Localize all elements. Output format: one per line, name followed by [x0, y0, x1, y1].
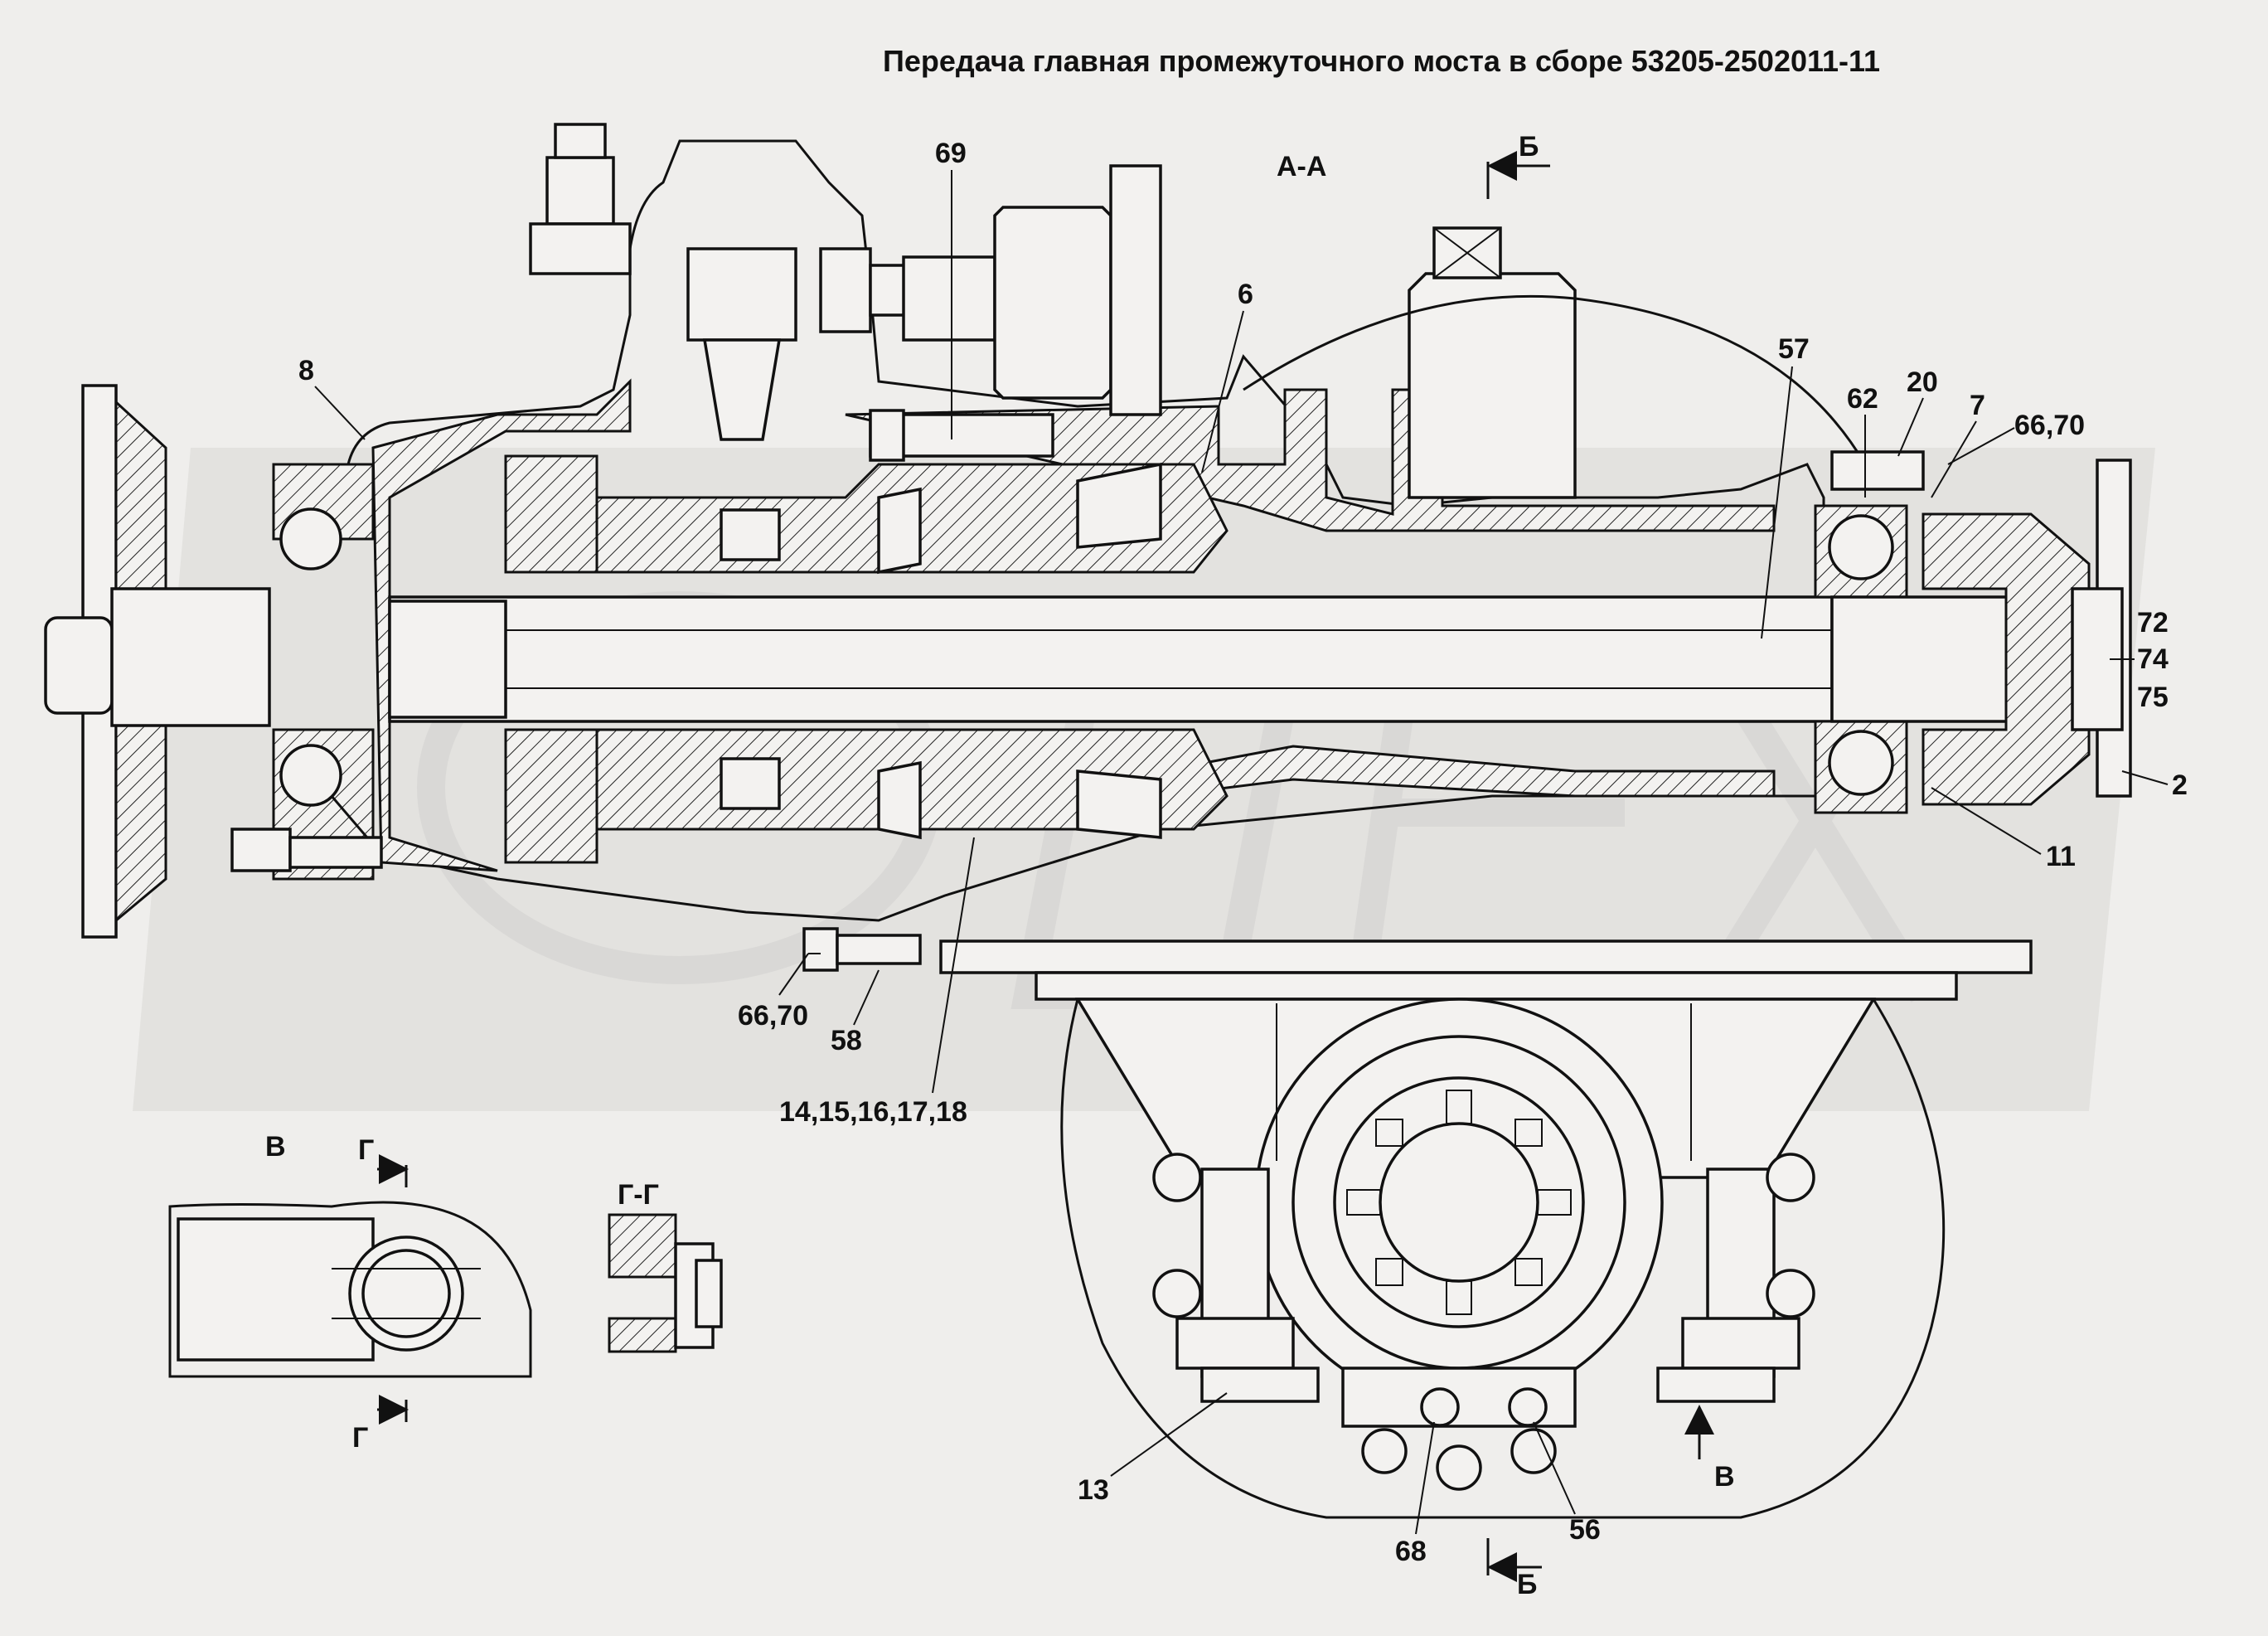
bearing-rollers — [1346, 1090, 1572, 1315]
callout-72: 72 — [2137, 607, 2169, 638]
callout-62: 62 — [1847, 383, 1878, 415]
callout-7: 7 — [1970, 390, 1985, 421]
view-v-arrow-label: В — [1714, 1461, 1735, 1493]
section-markers: А-А Б Б В В Г Г Г-Г — [265, 131, 1735, 1600]
callout-6: 6 — [1238, 279, 1253, 310]
callout-69: 69 — [935, 138, 967, 169]
callout-13: 13 — [1078, 1474, 1109, 1506]
callout-68: 68 — [1395, 1536, 1427, 1567]
callout-14-18: 14,15,16,17,18 — [779, 1096, 967, 1128]
callout-8: 8 — [298, 355, 314, 386]
callout-2: 2 — [2172, 769, 2188, 801]
cut-g-bottom-label: Г — [352, 1422, 368, 1454]
section-b-bottom-label: Б — [1517, 1569, 1537, 1600]
callout-11: 11 — [2046, 841, 2076, 872]
callout-66-70-bottom: 66,70 — [738, 1000, 808, 1032]
section-aa-label: А-А — [1277, 151, 1326, 182]
section-gg-detail — [608, 1213, 723, 1353]
section-aa-view — [44, 123, 2132, 1001]
callout-56: 56 — [1569, 1514, 1601, 1546]
section-b-top-label: Б — [1519, 131, 1539, 163]
callout-20: 20 — [1907, 367, 1938, 398]
callout-58: 58 — [831, 1025, 862, 1056]
callouts: 69 6 8 57 62 20 7 66,70 72 74 75 2 11 66… — [298, 138, 2188, 1567]
section-bb-view — [1060, 998, 1946, 1519]
callout-75: 75 — [2137, 682, 2169, 713]
callout-57: 57 — [1778, 333, 1810, 365]
callout-74: 74 — [2137, 643, 2169, 675]
drawing-title: Передача главная промежуточного моста в … — [883, 44, 1880, 78]
view-v-detail — [168, 1201, 532, 1378]
view-v-label: В — [265, 1131, 286, 1163]
cut-g-top-label: Г — [358, 1134, 374, 1166]
callout-66-70-right: 66,70 — [2014, 410, 2085, 441]
section-gg-label: Г-Г — [618, 1179, 659, 1211]
